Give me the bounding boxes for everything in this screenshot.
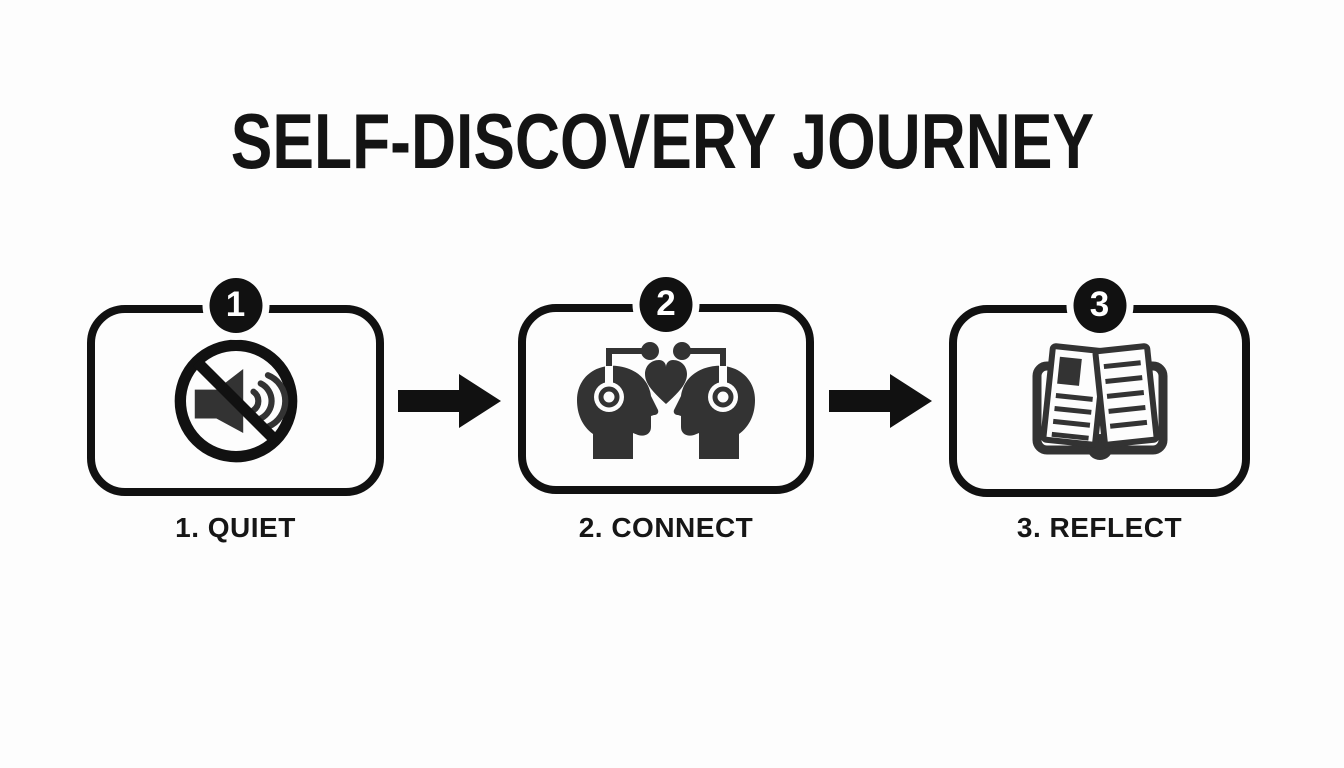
step-label-reflect: 3. REFLECT xyxy=(1016,512,1183,543)
muted-speaker-icon xyxy=(169,334,303,468)
heart-icon xyxy=(645,359,687,404)
open-book-icon xyxy=(1025,340,1175,462)
connected-minds-icon xyxy=(575,340,757,459)
step-number: 1 xyxy=(225,285,246,324)
step-number-badge: 3 xyxy=(1066,271,1133,340)
arrow-right-icon xyxy=(398,372,501,435)
step-label-quiet: 1. QUIET xyxy=(175,512,296,543)
step-number: 3 xyxy=(1089,285,1110,324)
step-number: 2 xyxy=(656,284,676,323)
step-label-connect: 2. CONNECT xyxy=(578,512,754,543)
step-number-badge: 1 xyxy=(202,271,269,340)
step-number-badge: 2 xyxy=(632,270,700,339)
page-title: SELF-DISCOVERY JOURNEY xyxy=(230,97,1095,185)
arrow-right-icon xyxy=(829,372,932,435)
step-card-quiet: 1 xyxy=(87,271,384,496)
step-card-reflect: 3 xyxy=(949,271,1250,497)
step-card-connect: 2 xyxy=(518,270,814,494)
